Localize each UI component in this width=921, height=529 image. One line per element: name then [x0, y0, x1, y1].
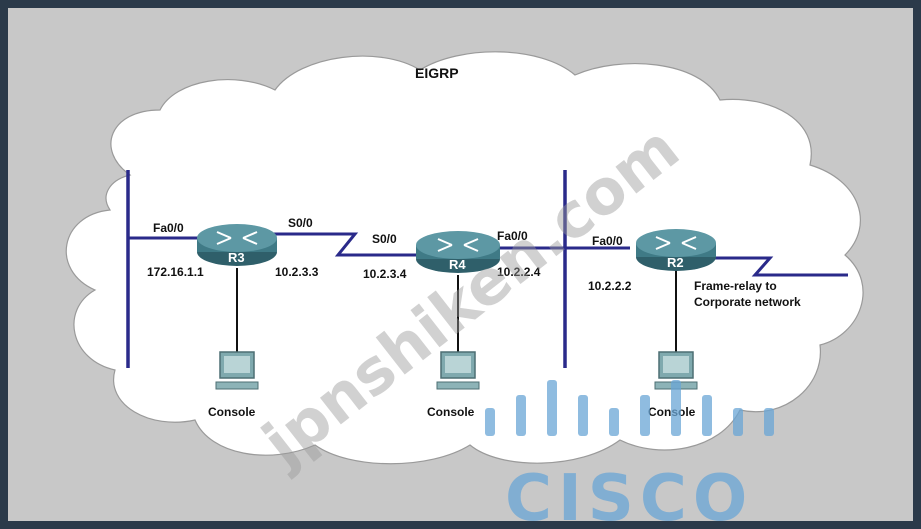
router-label: R2	[667, 255, 684, 270]
router-arrows-icon	[655, 236, 697, 250]
frame-relay-label-line2: Corporate network	[694, 295, 801, 309]
router-r4[interactable]: R4	[416, 231, 500, 273]
console-label: Console	[208, 405, 256, 419]
router-r3[interactable]: R3	[197, 224, 277, 266]
serial-link-r3-r4	[270, 232, 420, 257]
r4-fa-label: Fa0/0	[497, 229, 528, 243]
console-r4[interactable]: Console	[427, 351, 480, 419]
cisco-logo	[485, 380, 774, 436]
console-label: Console	[427, 405, 475, 419]
computer-icon	[436, 351, 480, 390]
console-r3[interactable]: Console	[208, 351, 259, 419]
router-label: R3	[228, 250, 245, 265]
r4-s-ip: 10.2.3.4	[363, 267, 407, 281]
frame-relay-link	[715, 256, 848, 277]
frame-relay-label-line1: Frame-relay to	[694, 279, 777, 293]
cisco-logo-text: CISCO	[505, 462, 753, 529]
r3-s-label: S0/0	[288, 216, 313, 230]
computer-icon	[215, 351, 259, 390]
router-arrows-icon	[437, 238, 479, 252]
router-arrows-icon	[216, 231, 258, 245]
router-label: R4	[449, 257, 466, 272]
r3-fa-ip: 172.16.1.1	[147, 265, 204, 279]
r4-s-label: S0/0	[372, 232, 397, 246]
console-r2[interactable]: Console	[648, 351, 698, 419]
r4-fa-ip: 10.2.2.4	[497, 265, 541, 279]
r3-s-ip: 10.2.3.3	[275, 265, 319, 279]
r3-fa-label: Fa0/0	[153, 221, 184, 235]
r2-fa-label: Fa0/0	[592, 234, 623, 248]
router-r2[interactable]: R2	[636, 229, 716, 271]
r2-fa-ip: 10.2.2.2	[588, 279, 632, 293]
diagram-title: EIGRP	[415, 65, 459, 81]
